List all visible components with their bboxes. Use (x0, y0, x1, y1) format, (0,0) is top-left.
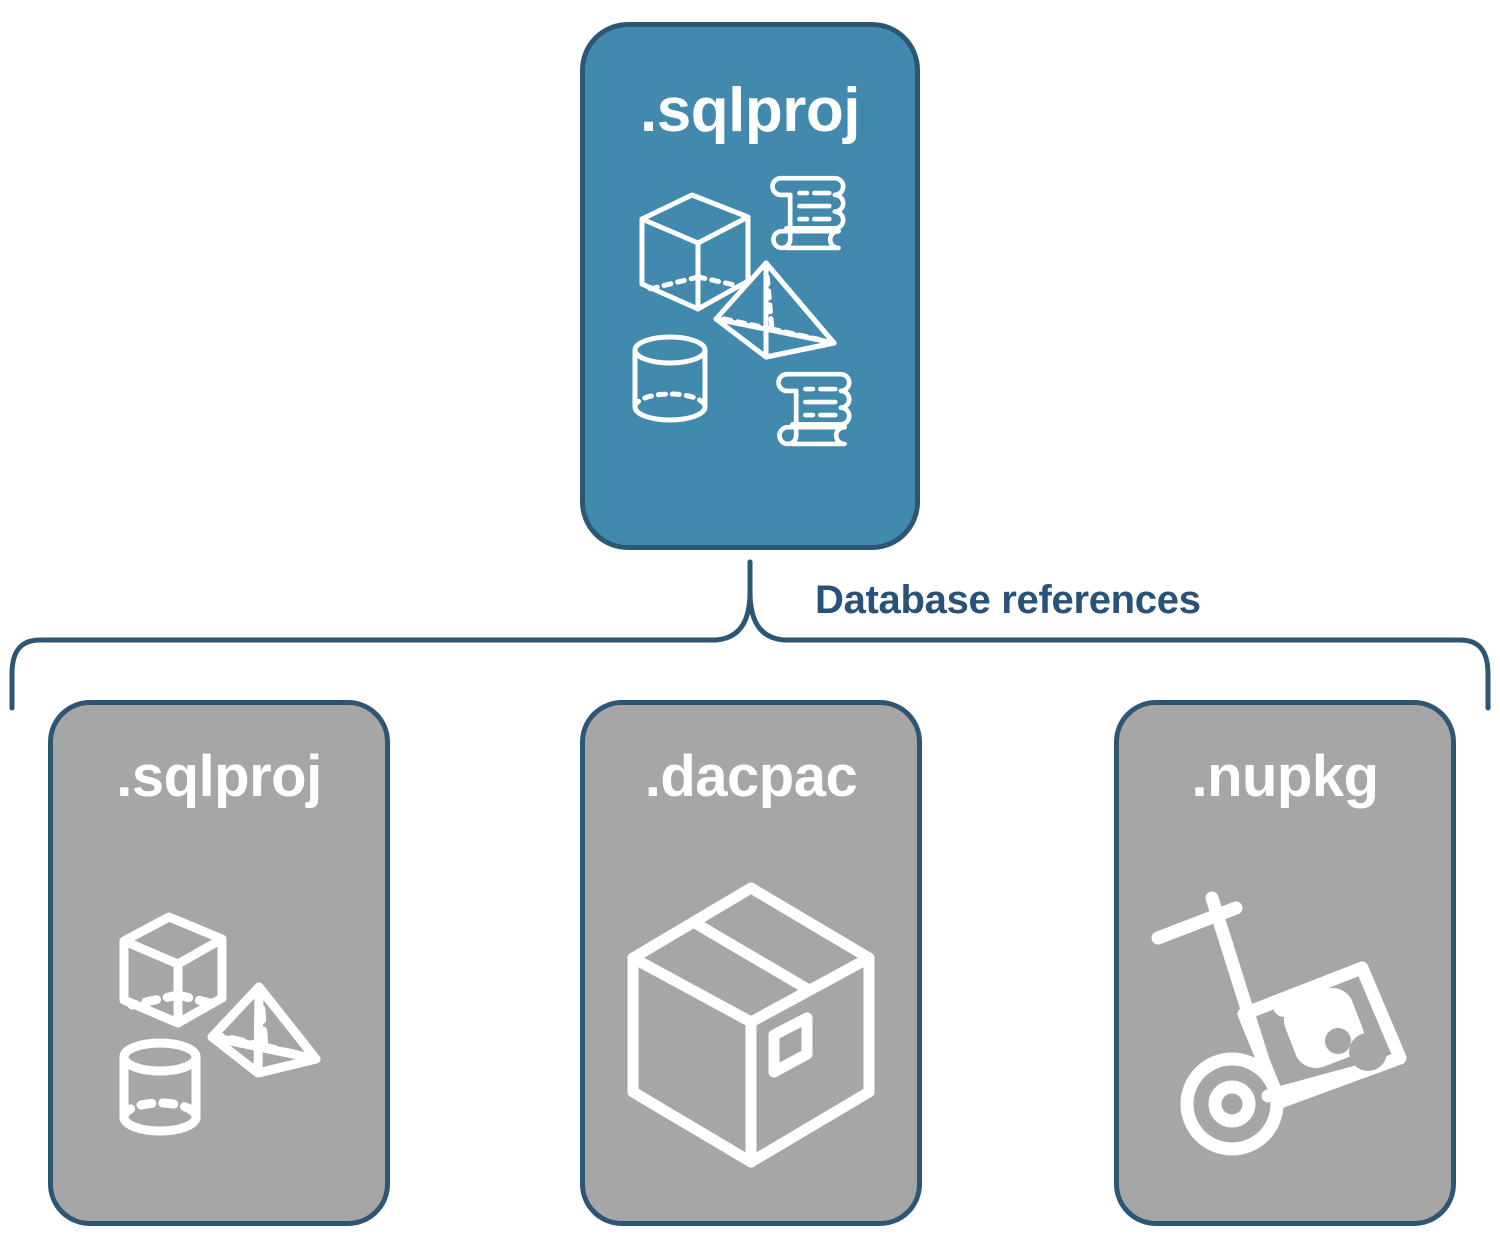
database-objects-illustration (632, 175, 852, 447)
connector-label-database-references: Database references (815, 578, 1201, 622)
scroll-script-icon (770, 175, 846, 251)
node-card-child-sqlproj[interactable]: .sqlproj (48, 700, 390, 1226)
node-label-child-nupkg: .nupkg (1191, 744, 1379, 809)
node-art-child-dacpac (585, 855, 917, 1195)
pyramid-wireframe-icon (207, 982, 321, 1078)
node-art-child-nupkg (1119, 855, 1451, 1195)
node-label-child-dacpac: .dacpac (644, 744, 858, 809)
curly-brace-bracket (9, 559, 1491, 711)
scroll-script-icon (776, 371, 852, 447)
shipping-box-icon (627, 882, 875, 1168)
node-card-child-nupkg[interactable]: .nupkg (1114, 700, 1456, 1226)
wheel-hub-icon (1208, 1080, 1256, 1128)
node-card-child-dacpac[interactable]: .dacpac (580, 700, 922, 1226)
cube-wireframe-icon (639, 192, 751, 312)
node-art-child-sqlproj (53, 855, 385, 1195)
node-label-child-sqlproj: .sqlproj (116, 744, 322, 809)
node-card-root-sqlproj[interactable]: .sqlproj (580, 22, 920, 550)
database-objects-illustration (119, 912, 321, 1136)
nuget-glyph-dots (1325, 1028, 1387, 1071)
hand-truck-package-icon (1151, 891, 1407, 1156)
nuget-glyph-small-dot (1273, 995, 1295, 1017)
node-label-root-sqlproj: .sqlproj (640, 76, 860, 145)
cylinder-wireframe-icon (632, 334, 708, 423)
cylinder-wireframe-icon (119, 1038, 201, 1136)
connector-bracket-group (0, 540, 1500, 720)
cube-wireframe-icon (119, 912, 227, 1028)
pyramid-wireframe-icon (713, 260, 837, 360)
wheel-outer-icon (1180, 1052, 1284, 1156)
node-art-root-sqlproj (585, 167, 915, 457)
